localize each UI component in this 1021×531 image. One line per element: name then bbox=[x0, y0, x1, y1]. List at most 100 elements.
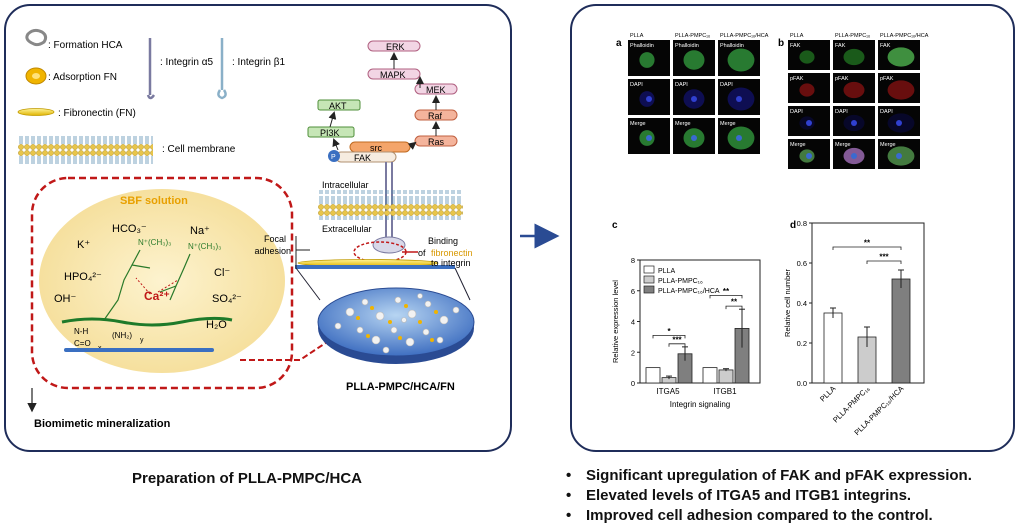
sbf-solution-area bbox=[39, 189, 285, 373]
micrograph-nucleus bbox=[646, 135, 652, 141]
pi3k-box bbox=[307, 126, 355, 138]
akt-label: AKT bbox=[329, 101, 347, 111]
significance-bracket bbox=[668, 343, 686, 347]
micrograph-nucleus bbox=[736, 96, 742, 102]
focal-substrate bbox=[295, 265, 455, 269]
micrograph-nucleus bbox=[806, 120, 812, 126]
scaffold-fn-dots bbox=[356, 304, 438, 342]
micrograph-nucleus bbox=[896, 153, 902, 159]
y-axis-label: Relative expression level bbox=[611, 280, 620, 363]
panel-b-letter: b bbox=[778, 38, 784, 49]
binding-label-fn: fibronectin bbox=[431, 248, 473, 258]
fn-adsorption-legend-label: : Adsorption FN bbox=[48, 72, 117, 83]
raf-label: Raf bbox=[428, 111, 443, 121]
src-label: src bbox=[370, 143, 382, 153]
ion-k: K⁺ bbox=[77, 239, 90, 251]
fak-label: FAK bbox=[354, 153, 371, 163]
ion-hpo4: HPO₄²⁻ bbox=[64, 271, 102, 283]
focal-adhesion-label-1: Focal bbox=[264, 234, 286, 244]
micrograph-column-label: PLLA-PMPC₁₆/HCA bbox=[880, 33, 929, 39]
panel-a-letter: a bbox=[616, 38, 622, 49]
legend-label: PLLA-PMPC₁₆ bbox=[658, 278, 703, 285]
micrograph-cell bbox=[799, 83, 815, 97]
x-tick-label: ITGB1 bbox=[713, 387, 737, 396]
micrograph-row-label: Merge bbox=[630, 121, 646, 127]
micrograph-row-label: Phalloidin bbox=[630, 43, 654, 49]
integrin-head bbox=[372, 236, 406, 254]
integrin-b1-label: : Integrin β1 bbox=[232, 57, 285, 68]
integrin-a5-icon bbox=[146, 38, 156, 100]
significance-label: *** bbox=[879, 253, 889, 262]
amine-right: N⁺(CH₃)₃ bbox=[188, 242, 221, 251]
polymer-co: C=O bbox=[74, 339, 91, 348]
bar bbox=[823, 312, 843, 384]
micrograph-row-label: Phalloidin bbox=[675, 43, 699, 49]
finding-item: •Significant upregulation of FAK and pFA… bbox=[566, 466, 972, 486]
sbf-title: SBF solution bbox=[120, 195, 188, 207]
micrograph-row-label: pFAK bbox=[835, 76, 849, 82]
bar bbox=[702, 367, 718, 384]
scaffold-texture bbox=[334, 293, 460, 354]
significance-bracket bbox=[709, 294, 743, 299]
micrograph-nucleus bbox=[736, 135, 742, 141]
intracellular-label: Intracellular bbox=[322, 180, 369, 190]
micrograph-row-label: Merge bbox=[720, 121, 736, 127]
micrograph-nucleus bbox=[646, 96, 652, 102]
micrograph-column-label: PLLA-PMPC₁₆ bbox=[835, 33, 870, 39]
x-axis-label: Integrin signaling bbox=[670, 400, 730, 409]
substrate-bar bbox=[64, 348, 214, 352]
finding-item: •Improved cell adhesion compared to the … bbox=[566, 506, 972, 526]
finding-item: •Elevated levels of ITGA5 and ITGB1 inte… bbox=[566, 486, 972, 506]
fn-adsorption-legend: : Adsorption FN bbox=[25, 67, 117, 85]
significance-bracket bbox=[866, 260, 902, 264]
significance-bracket bbox=[652, 334, 686, 339]
signaling-pathway: ERK MAPK MEK Raf Ras AKT PI3K src FAK P bbox=[307, 40, 458, 163]
y-tick-label: 0.0 bbox=[797, 379, 807, 388]
micrograph-row-label: pFAK bbox=[790, 76, 804, 82]
left-caption: Preparation of PLLA-PMPC/HCA bbox=[132, 470, 363, 487]
y-tick-label: 4 bbox=[631, 318, 635, 327]
mineralization-label: Biomimetic mineralization bbox=[34, 418, 171, 430]
micrograph-cell bbox=[887, 80, 915, 100]
micrograph-row-label: DAPI bbox=[835, 109, 848, 115]
micrograph-row-label: Merge bbox=[790, 142, 806, 148]
extracellular-label: Extracellular bbox=[322, 224, 372, 234]
findings-list: •Significant upregulation of FAK and pFA… bbox=[566, 466, 972, 526]
zoom-cone bbox=[295, 267, 471, 301]
mek-box bbox=[414, 83, 458, 95]
sbf-box bbox=[30, 176, 294, 390]
micrograph-nucleus bbox=[691, 96, 697, 102]
y-tick-label: 0.6 bbox=[797, 259, 807, 268]
legend-swatch bbox=[643, 265, 655, 274]
significance-label: ** bbox=[731, 298, 738, 307]
legend-swatch bbox=[643, 275, 655, 284]
micrograph-row-label: DAPI bbox=[790, 109, 803, 115]
significance-bracket bbox=[832, 246, 902, 250]
micrograph-cell bbox=[683, 50, 705, 70]
y-tick-label: 2 bbox=[631, 348, 635, 357]
phospho-marker bbox=[328, 150, 340, 162]
ion-hco3: HCO₃⁻ bbox=[112, 223, 147, 235]
binding-label-2: of bbox=[418, 248, 426, 258]
membrane-legend: : Cell membrane bbox=[18, 134, 236, 164]
fibronectin-legend-label: : Fibronectin (FN) bbox=[58, 108, 136, 119]
scaffold-disc bbox=[317, 287, 475, 357]
y-tick-label: 0.8 bbox=[797, 219, 807, 228]
bar bbox=[645, 367, 661, 384]
micrograph-row-label: Phalloidin bbox=[720, 43, 744, 49]
bar bbox=[718, 369, 734, 384]
scaffold-label: PLLA-PMPC/HCA/FN bbox=[346, 381, 455, 393]
legend-label: PLLA-PMPC₁₆/HCA bbox=[658, 288, 720, 295]
ion-so4: SO₄²⁻ bbox=[212, 293, 242, 305]
y-tick-label: 0.2 bbox=[797, 339, 807, 348]
integrin-a5-label: : Integrin α5 bbox=[160, 57, 213, 68]
micrograph-row-label: FAK bbox=[880, 43, 891, 49]
ion-ca: Ca²⁺ bbox=[144, 289, 170, 303]
micrograph-cell bbox=[887, 47, 915, 67]
micrograph-column-label: PLLA bbox=[790, 33, 804, 39]
significance-label: ** bbox=[864, 239, 871, 248]
